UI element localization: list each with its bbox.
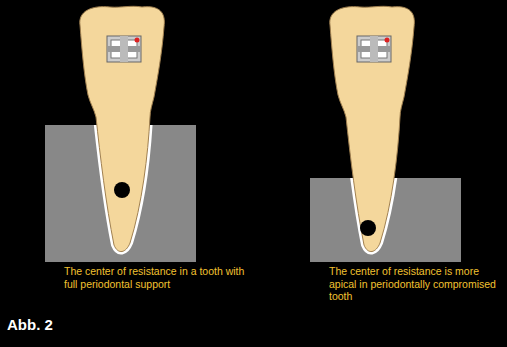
periodontal-ligament [330, 178, 415, 252]
tooth [80, 6, 165, 251]
tooth [330, 6, 415, 251]
bracket [107, 36, 141, 62]
center-of-resistance [114, 182, 130, 198]
figure-number: Abb. 2 [7, 316, 87, 334]
figure-caption: The center of resistance is more apical … [329, 265, 505, 303]
periodontal-ligament [80, 125, 165, 252]
bracket [357, 36, 391, 62]
figure-caption: The center of resistance in a tooth with… [64, 265, 252, 290]
center-of-resistance [360, 220, 376, 236]
